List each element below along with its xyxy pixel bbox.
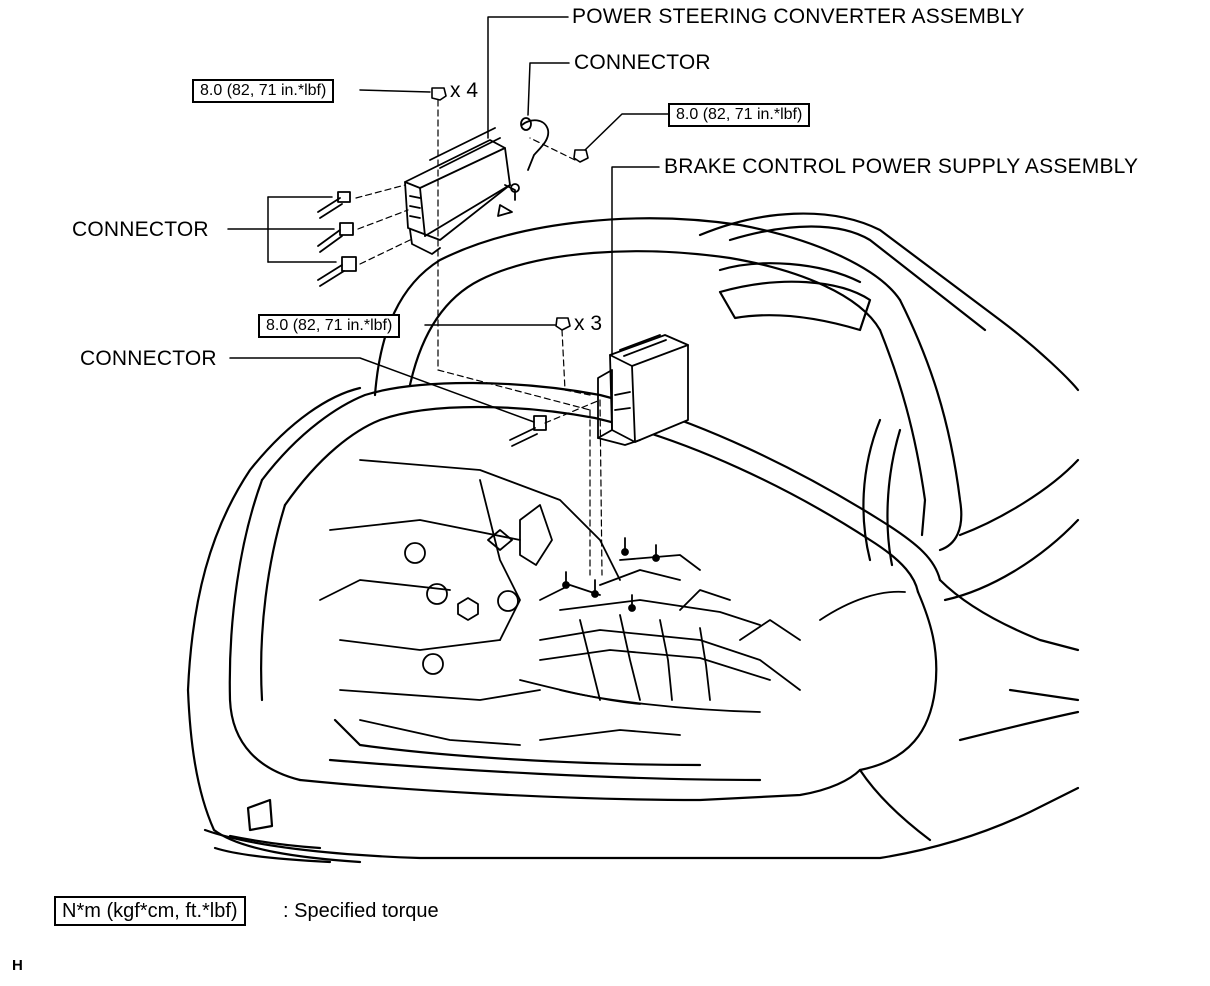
legend-description: : Specified torque <box>283 900 439 922</box>
car-body <box>186 212 1080 864</box>
nuts <box>431 87 589 331</box>
label-power-steering-converter: POWER STEERING CONVERTER ASSEMBLY <box>572 5 1025 28</box>
torque-box-top-left: 8.0 (82, 71 in.*lbf) <box>192 79 335 103</box>
torque-box-mid: 8.0 (82, 71 in.*lbf) <box>258 314 401 338</box>
power-steering-converter <box>404 127 520 255</box>
trunk-floor <box>319 459 906 746</box>
torque-qty-mid: x 3 <box>574 312 603 335</box>
legend-unit-box: N*m (kgf*cm, ft.*lbf) <box>54 896 246 926</box>
torque-box-right: 8.0 (82, 71 in.*lbf) <box>668 103 811 127</box>
brake-control-power-supply <box>597 334 689 446</box>
label-connector-top: CONNECTOR <box>574 51 711 74</box>
label-connector-mid: CONNECTOR <box>80 347 217 370</box>
connector-harnesses <box>317 117 550 447</box>
figure-code: H <box>12 957 23 974</box>
dashed-guides <box>355 99 603 576</box>
label-connector-left: CONNECTOR <box>72 218 209 241</box>
leader-lines <box>227 16 670 423</box>
torque-qty-top-left: x 4 <box>450 79 479 102</box>
label-brake-control-power-supply: BRAKE CONTROL POWER SUPPLY ASSEMBLY <box>664 155 1139 178</box>
